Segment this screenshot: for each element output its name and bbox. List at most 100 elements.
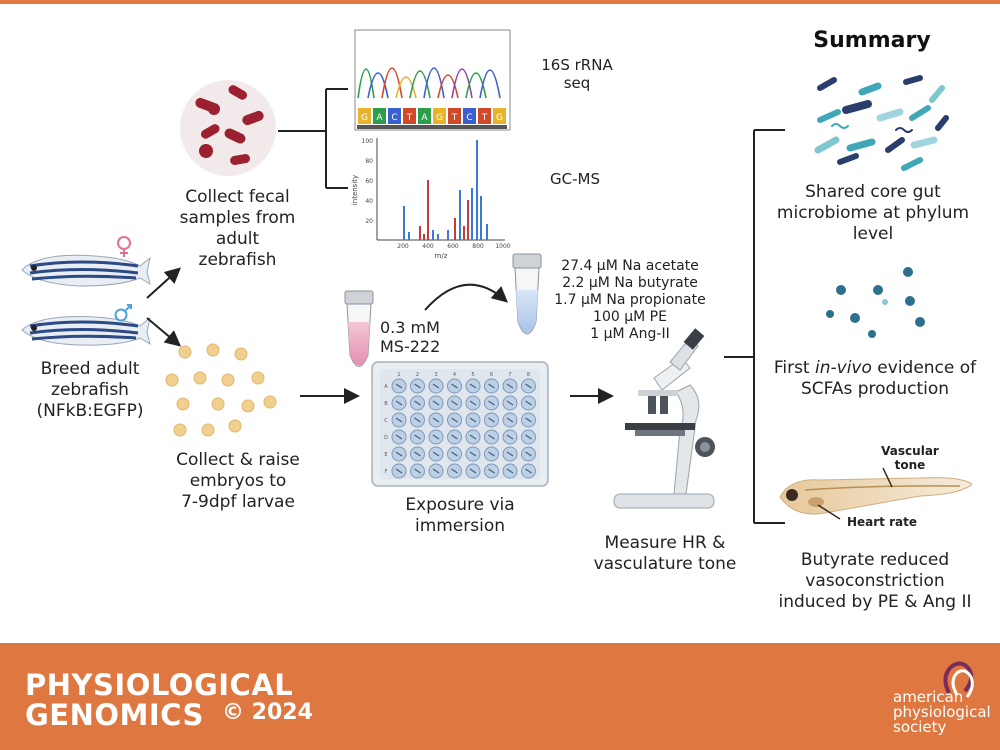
larva-in-well: [469, 451, 477, 457]
larva-in-well: [488, 468, 495, 474]
ms222-tube-icon: [344, 290, 374, 367]
plate-column-label: 3: [434, 372, 437, 378]
sequence-base-block: [358, 108, 371, 124]
aps-logo-icon: [943, 661, 974, 698]
gcms-y-tick: 100: [362, 138, 374, 145]
larva-in-well: [525, 400, 532, 406]
scfa-tube-icon: [512, 253, 542, 335]
zebrafish-larva-icon: [779, 467, 973, 520]
plate-column-label: 7: [508, 372, 511, 378]
larva-in-well: [451, 451, 458, 457]
larva-in-well: [414, 468, 421, 474]
plate-row-label: D: [384, 435, 388, 441]
breed-label: Breed adult zebrafish (NFkB:EGFP): [36, 359, 144, 421]
footer-bar: [0, 643, 1000, 750]
top-accent-bar: [0, 0, 1000, 4]
zebrafish-male-icon: [21, 316, 151, 346]
larva-in-well: [525, 383, 532, 389]
zebrafish-female-icon: [21, 254, 151, 287]
sequence-base-block: [463, 108, 476, 124]
sequence-base-block: [448, 108, 461, 124]
larva-in-well: [488, 383, 495, 389]
larva-in-well: [525, 451, 532, 457]
larva-in-well: [469, 400, 477, 406]
larva-in-well: [451, 383, 458, 389]
plate-row-label: E: [384, 452, 387, 458]
larva-in-well: [395, 434, 403, 440]
sequence-base-letter: T: [406, 113, 413, 123]
larva-in-well: [506, 383, 514, 389]
sequence-base-letter: T: [481, 113, 488, 123]
female-symbol-icon: [117, 236, 131, 257]
measure-label: Measure HR & vasculature tone: [593, 533, 737, 574]
gcms-label: GC-MS: [550, 170, 600, 188]
curved-arrow: [424, 283, 509, 311]
sequence-base-letter: G: [436, 113, 443, 123]
larva-in-well: [432, 417, 440, 423]
gcms-x-tick: 600: [447, 243, 459, 250]
male-symbol-icon: [114, 304, 132, 322]
microscope-icon: [613, 328, 715, 509]
larva-in-well: [395, 383, 403, 389]
plate-row-label: C: [384, 418, 388, 424]
larva-in-well: [395, 451, 403, 457]
gcms-y-tick: 40: [365, 198, 373, 205]
larva-in-well: [488, 400, 495, 406]
sequence-base-letter: C: [466, 113, 472, 123]
sequence-base-block: [478, 108, 491, 124]
gcms-y-tick: 60: [365, 178, 373, 185]
svg-text:intensity: intensity: [351, 175, 359, 205]
sequence-base-block: [388, 108, 401, 124]
scfa-treatment-label: 27.4 µM Na acetate 2.2 µM Na butyrate 1.…: [554, 258, 706, 342]
plate-column-label: 4: [453, 372, 456, 378]
finding-butyrate: Butyrate reduced vasoconstriction induce…: [778, 550, 972, 612]
arrow-to-fecal: [146, 267, 181, 299]
larva-in-well: [432, 468, 440, 474]
larva-in-well: [488, 417, 495, 423]
sequence-base-letter: G: [496, 113, 503, 123]
larva-in-well: [506, 468, 514, 474]
bacteria-icon: [814, 75, 949, 171]
copyright-text: © 2024: [222, 700, 313, 725]
journal-logo: PHYSIOLOGICAL GENOMICS: [25, 668, 294, 732]
larva-in-well: [488, 451, 495, 457]
sequence-base-block: [373, 108, 386, 124]
bracket-summary: [724, 129, 785, 524]
larva-in-well: [395, 468, 403, 474]
bracket-analyses: [278, 88, 348, 189]
rrna-label: 16S rRNA seq: [541, 56, 613, 92]
gcms-x-tick: 200: [397, 243, 409, 250]
embryo-label: Collect & raise embryos to 7-9dpf larvae: [176, 450, 300, 512]
gcms-x-tick: 400: [422, 243, 434, 250]
arrow-to-embryos: [146, 317, 182, 347]
gcms-y-tick: 20: [365, 218, 373, 225]
larva-in-well: [525, 417, 532, 423]
gcms-x-tick: 800: [472, 243, 484, 250]
larva-in-well: [395, 417, 403, 423]
plate-row-label: F: [385, 469, 388, 475]
larva-in-well: [469, 383, 477, 389]
sequence-base-block: [493, 108, 506, 124]
larva-in-well: [414, 400, 421, 406]
plate-column-label: 2: [416, 372, 419, 378]
society-name: american physiological society: [893, 688, 991, 736]
sequence-base-letter: T: [451, 113, 458, 123]
sequence-base-letter: C: [391, 113, 397, 123]
larva-in-well: [488, 434, 495, 440]
larva-in-well: [506, 451, 514, 457]
larva-in-well: [506, 400, 514, 406]
larva-in-well: [506, 434, 514, 440]
sequence-base-letter: A: [421, 113, 428, 123]
larva-in-well: [414, 383, 421, 389]
scfa-molecules-icon: [826, 267, 925, 338]
gcms-y-tick: 80: [365, 158, 373, 165]
larva-in-well: [414, 417, 421, 423]
larva-in-well: [469, 468, 477, 474]
larva-in-well: [432, 451, 440, 457]
larva-in-well: [395, 400, 403, 406]
larva-in-well: [451, 434, 458, 440]
gcms-x-tick: 1000: [495, 243, 510, 250]
larva-in-well: [432, 434, 440, 440]
